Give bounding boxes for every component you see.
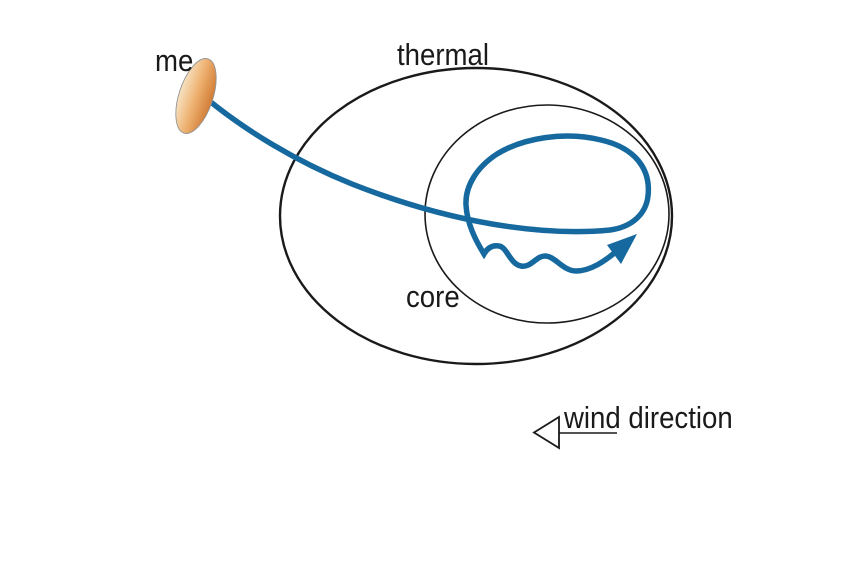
label-wind: wind direction [564,400,733,435]
thermal-ellipse [278,66,674,366]
core-ellipse [424,104,670,324]
flight-path [204,96,652,274]
wind-direction-arrow-icon [532,415,617,450]
label-thermal: thermal [397,37,490,72]
label-core: core [406,279,460,314]
flight-path-arrowhead-icon [607,234,637,264]
label-me: me [155,43,194,78]
glider-marker [175,58,217,134]
